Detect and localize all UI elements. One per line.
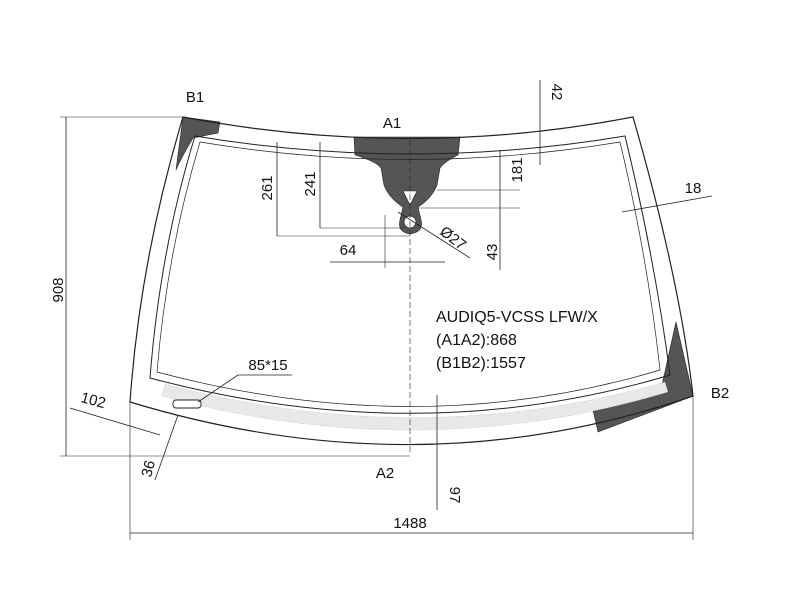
vin-window [172, 399, 202, 409]
dim-18-line [621, 195, 713, 213]
dim-42-label: 42 [548, 84, 565, 101]
dim-36-label: 36 [138, 459, 159, 480]
point-b1-label: B1 [186, 89, 204, 106]
dim-261-label: 261 [259, 175, 276, 200]
point-a2-label: A2 [376, 465, 394, 482]
point-a1-label: A1 [383, 115, 401, 132]
dim-vin-label: 85*15 [248, 357, 287, 374]
dim-vin-leader [197, 374, 239, 403]
bottom-dotted-band [161, 381, 669, 431]
dim-241-label: 241 [302, 171, 319, 196]
frit-top-left-corner [175, 116, 221, 171]
point-b2-label: B2 [711, 385, 729, 402]
dim-diam-label: Ø27 [436, 223, 469, 254]
dim-102-line [69, 407, 161, 436]
dim-43-label: 43 [484, 244, 501, 261]
part-code: AUDIQ5-VCSS LFW/X [436, 309, 598, 326]
part-b1b2: (B1B2):1557 [436, 355, 526, 372]
dim-102-label: 102 [79, 389, 108, 412]
frit-right-lower-corner [592, 321, 694, 433]
dim-64-label: 64 [340, 242, 357, 259]
dim-908-label: 908 [50, 277, 67, 302]
dim-181-label: 181 [509, 157, 526, 182]
part-a1a2: (A1A2):868 [436, 332, 517, 349]
glass-outer-edge [129, 116, 694, 446]
dim-diam-line [397, 211, 471, 259]
dim-1488-label: 1488 [393, 515, 426, 532]
glass-inner-edge-2 [156, 141, 661, 407]
dim-36-line [154, 414, 179, 481]
dim-97-label: 97 [446, 487, 463, 504]
glass-inner-edge [149, 135, 671, 414]
dim-18-label: 18 [685, 180, 702, 197]
